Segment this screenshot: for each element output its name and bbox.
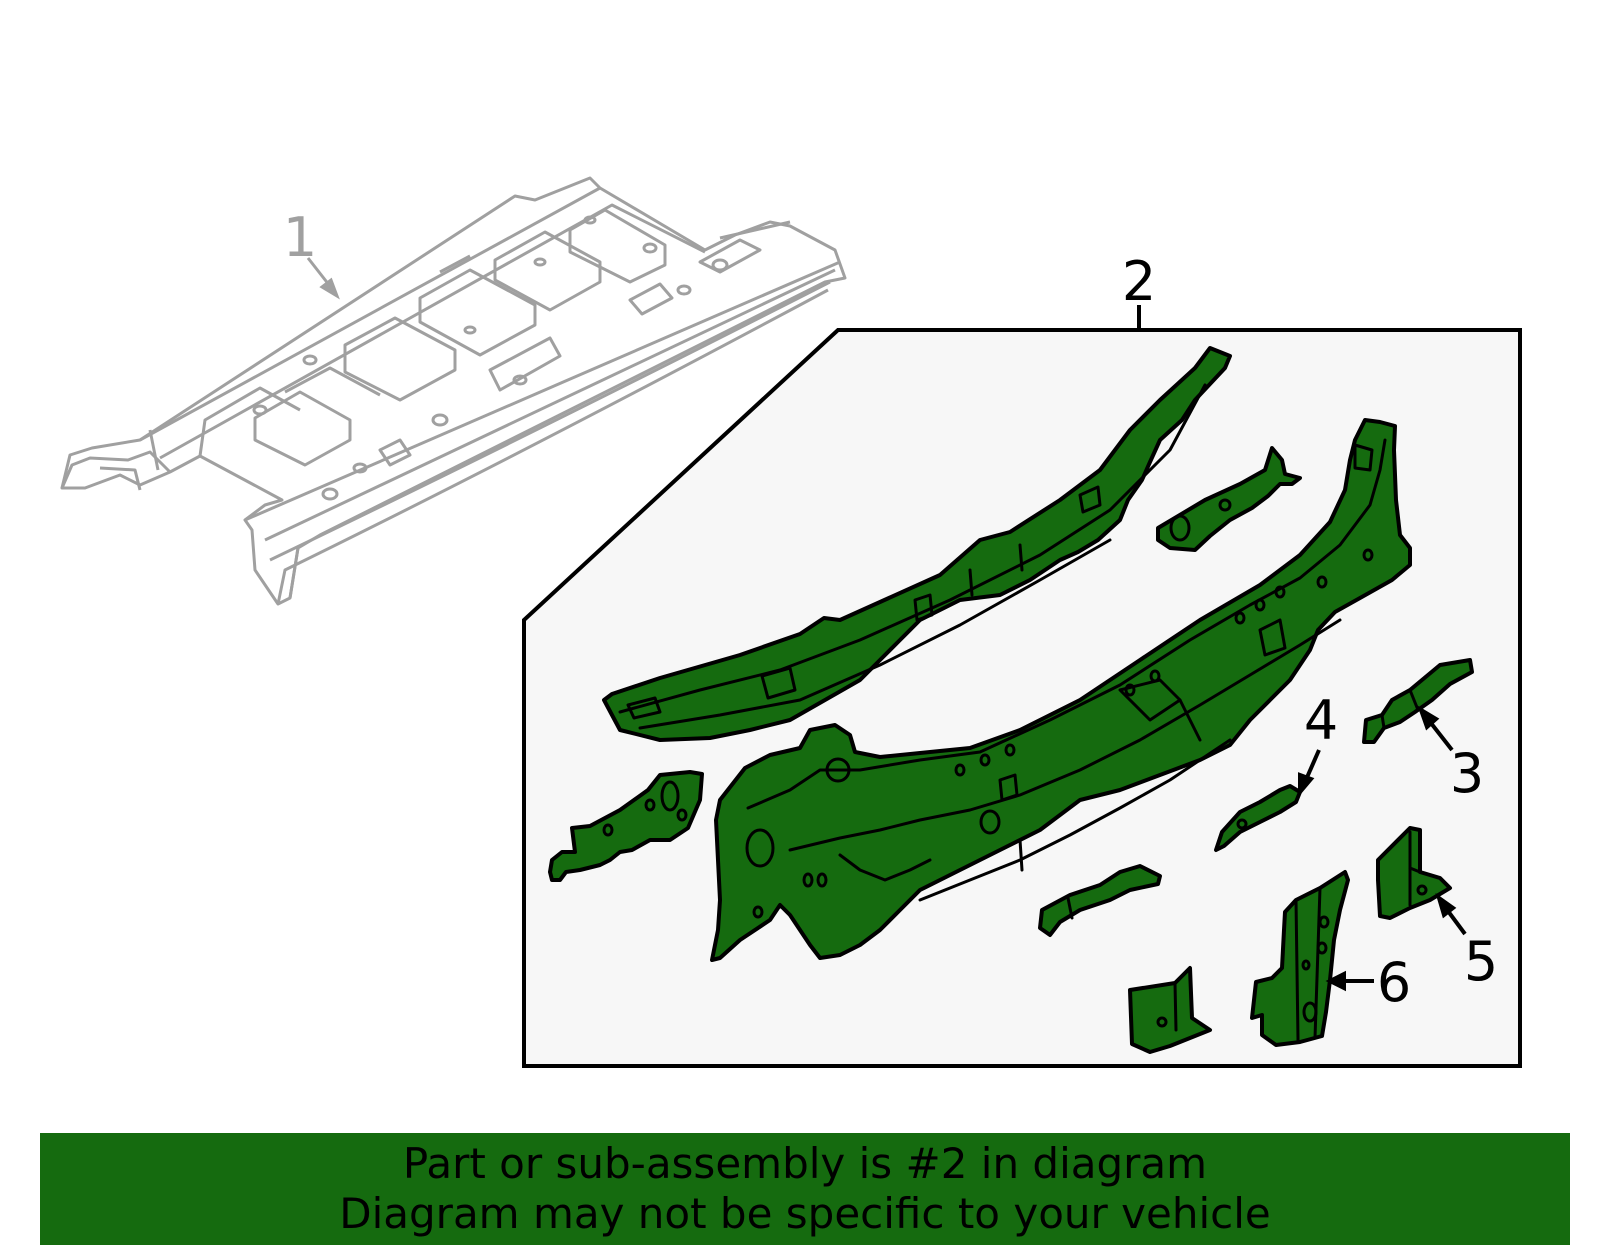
callout-1-arrow <box>306 257 340 300</box>
highlighted-parts <box>548 346 1474 1054</box>
upper-gusset-bracket <box>1156 446 1302 552</box>
left-side-bracket <box>548 770 704 882</box>
part-3-bracket <box>1362 658 1474 744</box>
part-6-pillar-bracket <box>1250 870 1350 1047</box>
callout-4: 4 <box>1304 689 1338 752</box>
upper-crossmember <box>602 346 1232 742</box>
callout-6: 6 <box>1377 951 1411 1014</box>
banner-line-2: Diagram may not be specific to your vehi… <box>339 1189 1271 1238</box>
lower-angle-bracket <box>1128 966 1212 1054</box>
lower-rear-panel <box>710 418 1412 962</box>
callout-5: 5 <box>1464 930 1498 993</box>
callout-2: 2 <box>1122 250 1156 313</box>
banner-line-1: Part or sub-assembly is #2 in diagram <box>402 1139 1208 1188</box>
part-5-bracket <box>1376 826 1452 920</box>
callout-arrows <box>1298 705 1467 992</box>
callout-1: 1 <box>283 206 317 269</box>
callout-3: 3 <box>1450 742 1484 805</box>
lower-reinforcement <box>1038 864 1162 937</box>
part-1-floor-panel <box>60 176 847 606</box>
info-banner: Part or sub-assembly is #2 in diagram Di… <box>40 1133 1570 1245</box>
